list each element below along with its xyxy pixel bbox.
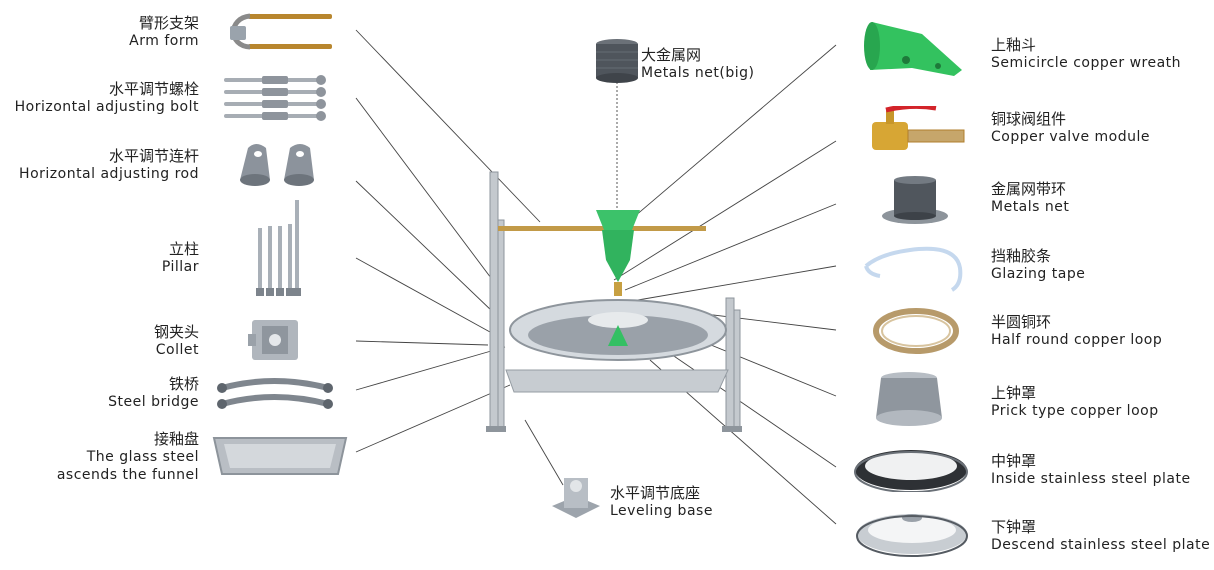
arm-form-image (230, 13, 332, 50)
leader-metals-net (624, 203, 837, 291)
metals-net-image (882, 176, 948, 224)
half-round-copper-loop-image (873, 308, 959, 354)
middle-bell-image (854, 450, 968, 492)
leader-leveling-base (524, 419, 564, 486)
leader-steel-bridge (355, 346, 506, 391)
copper-valve-image (872, 106, 965, 150)
leader-glazing-tape (637, 265, 837, 301)
collet-image (248, 320, 298, 360)
leader-arm-form (355, 29, 541, 223)
leader-funnel (355, 384, 511, 453)
adjusting-rod-image (240, 144, 314, 186)
steel-bridge-image (217, 378, 333, 409)
funnel-tray-image (212, 437, 348, 475)
leader-collet (355, 340, 489, 346)
metals-net-big-image (596, 39, 638, 83)
glazing-tape-image (864, 246, 963, 292)
leader-adjusting-bolt (355, 97, 501, 291)
lower-bell-image (856, 514, 968, 557)
glaze-applicator-machine (486, 171, 742, 432)
upper-bell-image (876, 372, 942, 426)
leader-copper-valve (613, 140, 837, 281)
leader-glaze-hopper (627, 44, 837, 223)
leveling-base-image (552, 478, 600, 518)
adjusting-bolt-image (224, 75, 326, 121)
leader-adjusting-rod (355, 180, 494, 313)
pillar-image (256, 200, 301, 296)
glaze-hopper-image (864, 22, 962, 76)
leader-pillar (355, 257, 491, 333)
